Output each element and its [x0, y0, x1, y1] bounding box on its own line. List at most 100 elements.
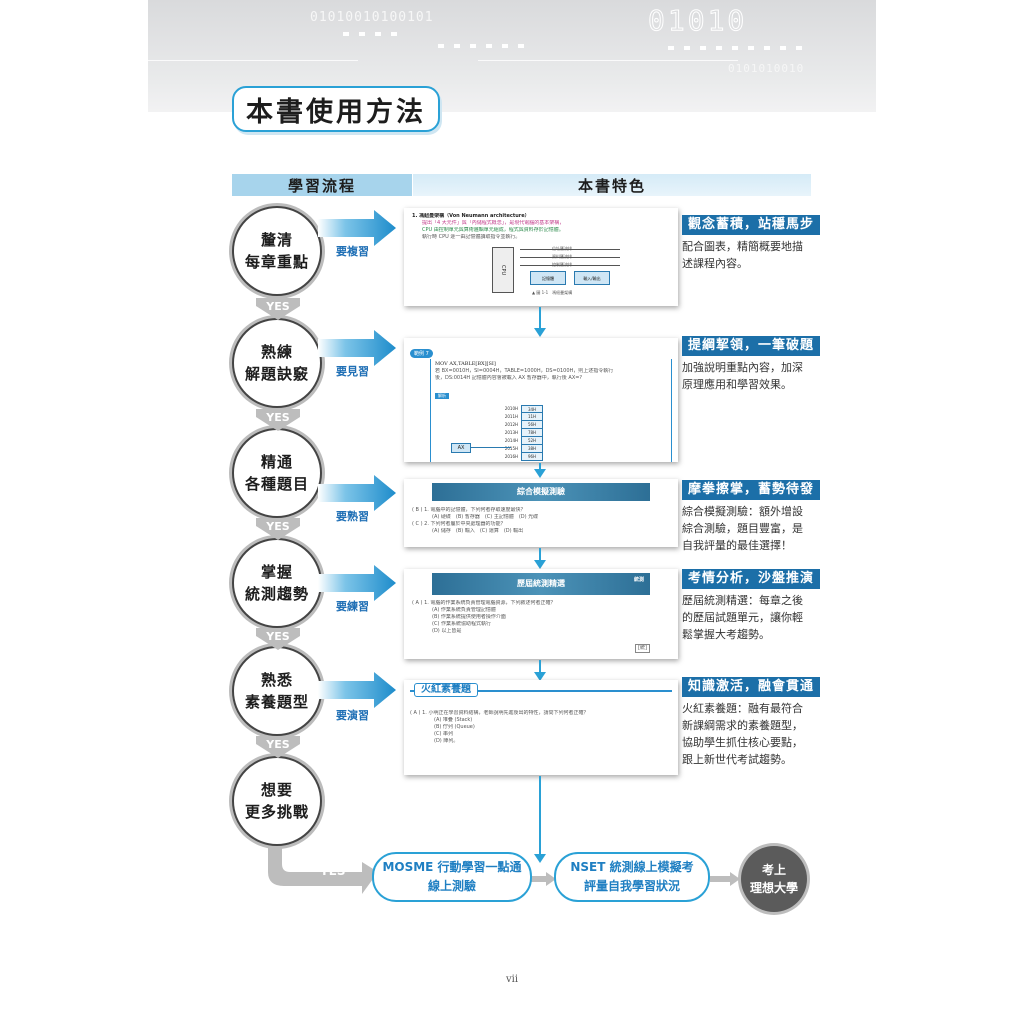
action-label: 要練習	[336, 600, 369, 613]
binary-text-large: 01010	[647, 4, 748, 38]
goal-label: 考上	[761, 863, 786, 877]
connector-line	[539, 776, 541, 856]
step-label: 熟悉	[260, 671, 293, 689]
nset-mock-exam[interactable]: NSET 統測線上模擬考 評量自我學習狀況	[554, 852, 710, 902]
question-text: ( C ) 2. 下列何者屬於中央處理器的功能？	[412, 521, 506, 527]
arrow-right-icon	[318, 475, 396, 511]
mosme-online-test[interactable]: MOSME 行動學習一點通 線上測驗	[372, 852, 532, 902]
feature-title: 觀念蓄積，站穩馬步	[682, 215, 821, 235]
feature-desc: 加強說明重點內容，加深原理應用和學習效果。	[682, 361, 803, 391]
memory-address: 2013H	[504, 430, 518, 435]
page-number: vii	[505, 974, 519, 985]
section-banner: 歷屆統測精選 統測	[432, 573, 650, 595]
step-circle-1: 釐清 每章重點	[232, 206, 322, 296]
memory-value: 11H	[521, 413, 543, 421]
bus-label: 控制匯流排	[552, 262, 572, 267]
features-header: 本書特色	[413, 174, 811, 196]
preview-text: 執行時 CPU 逐一由記憶體讀取指令並執行。	[422, 234, 521, 240]
connector-arrow	[534, 854, 546, 863]
question-option: (C) 作業系統協助程式執行	[432, 621, 491, 627]
yes-arrow: YES	[256, 298, 300, 320]
arrow-right-icon	[318, 330, 396, 366]
preview-example: 範例 7 MOV AX,TABLE[BX][SI] 若 BX=0010H，SI=…	[404, 338, 678, 462]
connector-line	[539, 548, 541, 562]
arrow-right-icon	[530, 872, 556, 886]
pill-label: 評量自我學習狀況	[583, 879, 680, 893]
memory-value: 52H	[521, 437, 543, 445]
architecture-diagram: CPU 位址匯流排 資料匯流排 控制匯流排 記憶體 輸入/輸出 ▲ 圖 1-1 …	[412, 245, 670, 297]
exam-source: [統]	[635, 644, 650, 653]
step-label: 素養題型	[244, 693, 309, 711]
step-label: 掌握	[260, 563, 293, 581]
step-label: 更多挑戰	[244, 803, 309, 821]
feature-title: 摩拳擦掌，蓄勢待發	[682, 480, 821, 500]
memory-block: 記憶體	[530, 271, 566, 285]
connector-line	[539, 660, 541, 674]
code-line: MOV AX,TABLE[BX][SI]	[435, 361, 496, 367]
yes-arrow: YES	[256, 736, 300, 758]
bus-label: 位址匯流排	[552, 246, 572, 251]
page-title: 本書使用方法	[232, 86, 440, 132]
feature-desc: 火紅素養題：融有最符合新課綱需求的素養題型，協助學生抓住核心要點，跟上新世代考試…	[682, 702, 803, 766]
io-block: 輸入/輸出	[574, 271, 610, 285]
connector-arrow	[534, 560, 546, 569]
question-text: ( A ) 1. 電腦的作業系統負責管理電腦資源，下列敘述何者正確？	[412, 600, 556, 606]
connector-arrow	[534, 672, 546, 681]
question-options: (A) 硬碟 (B) 暫存器 (C) 主記憶體 (D) 光碟	[432, 514, 539, 520]
preview-text: 後，DS:0014H 記憶體內容會被載入 AX 暫存器中，執行後 AX=?	[435, 375, 583, 381]
connector-arrow	[534, 469, 546, 478]
step-label: 每章重點	[244, 253, 309, 271]
step-label: 解題訣竅	[244, 365, 309, 383]
question-option: (D) 以上皆是	[432, 628, 462, 634]
memory-address: 2015H	[504, 446, 518, 451]
preview-concept: 1. 馮紐曼架構（Von Neumann architecture） 提出「4 …	[404, 208, 678, 306]
memory-value: 38H	[521, 445, 543, 453]
figure-caption: ▲ 圖 1-1 馮紐曼架構	[532, 290, 573, 295]
step-label: 想要	[260, 781, 293, 799]
feature-title: 知識激活，融會貫通	[682, 677, 821, 697]
memory-address: 2014H	[504, 438, 518, 443]
question-option: (D) 陣列。	[434, 738, 459, 744]
decor-dots	[668, 46, 802, 50]
memory-address: 2016H	[504, 454, 518, 459]
arrow-right-icon	[318, 565, 396, 601]
memory-address: 2012H	[504, 422, 518, 427]
preview-text: CPU 由控制單元與算術邏輯單元組成，程式與資料存於記憶體。	[422, 227, 564, 233]
preview-mock-test: 綜合模擬測驗 ( B ) 1. 電腦中的記憶體，下列何者存取速度最快？ (A) …	[404, 479, 678, 547]
step-label: 熟練	[260, 343, 293, 361]
feature-desc: 配合圖表，精簡概要地描述課程內容。	[682, 240, 803, 270]
step-label: 釐清	[260, 231, 293, 249]
goal-label: 理想大學	[749, 881, 798, 895]
step-circle-3: 精通 各種題目	[232, 428, 322, 518]
action-label: 要熟習	[336, 510, 369, 523]
binary-text-small: 0101010010	[728, 62, 805, 75]
memory-value: 34H	[521, 405, 543, 413]
bus-label: 資料匯流排	[552, 254, 572, 259]
feature-desc: 綜合模擬測驗：額外增設綜合測驗，題目豐富，是自我評量的最佳選擇！	[682, 505, 803, 552]
decor-line	[148, 60, 358, 61]
question-option: (B) 作業系統提供使用者操作介面	[432, 614, 506, 620]
example-badge: 範例 7	[410, 349, 433, 358]
arrow-right-icon	[710, 872, 740, 886]
action-label: 要演習	[336, 709, 369, 722]
cpu-block: CPU	[492, 247, 514, 293]
step-label: 各種題目	[244, 475, 309, 493]
feature-title: 考情分析，沙盤推演	[682, 569, 821, 589]
yes-arrow: YES	[256, 409, 300, 431]
step-label: 統測趨勢	[244, 585, 309, 603]
question-option: (C) 串列	[434, 731, 453, 737]
preview-past-exams: 歷屆統測精選 統測 ( A ) 1. 電腦的作業系統負責管理電腦資源，下列敘述何…	[404, 569, 678, 659]
preview-text: 若 BX=0010H，SI=0004H，TABLE=1000H，DS=0100H…	[435, 368, 614, 374]
decor-dots	[343, 32, 397, 36]
section-banner: 綜合模擬測驗	[432, 483, 650, 501]
connector-line	[539, 463, 541, 471]
feature-title: 提綱挈領，一筆破題	[682, 336, 821, 356]
step-label: 精通	[260, 453, 293, 471]
memory-address: 2011H	[504, 414, 518, 419]
